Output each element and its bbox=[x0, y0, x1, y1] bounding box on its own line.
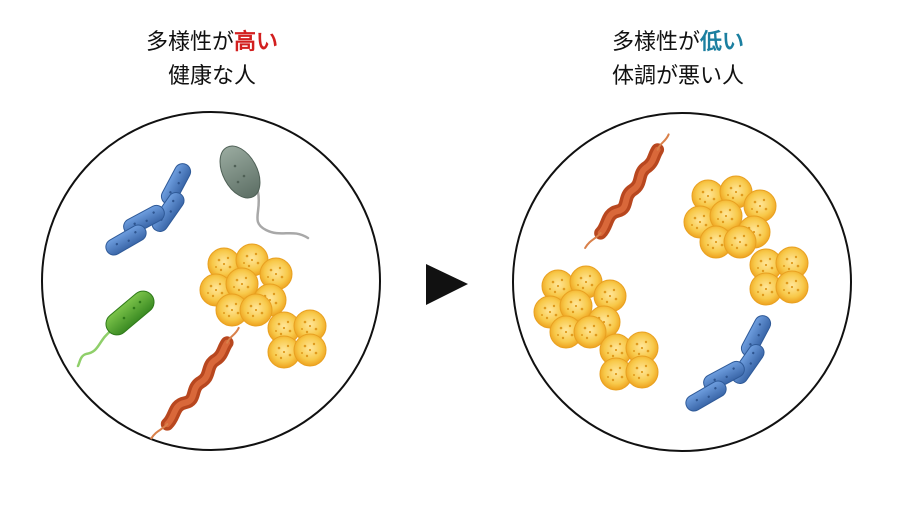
left-gray-bacterium bbox=[219, 145, 310, 240]
right-caption-prefix: 多様性が bbox=[611, 30, 700, 55]
right-caption: 多様性が低い 体調が悪い人 bbox=[528, 26, 828, 94]
left-caption-emphasis: 高い bbox=[234, 30, 279, 55]
left-caption-prefix: 多様性が bbox=[145, 30, 234, 55]
right-caption-line1: 多様性が低い bbox=[528, 26, 828, 60]
right-caption-emphasis: 低い bbox=[700, 30, 745, 55]
left-caption: 多様性が高い 健康な人 bbox=[62, 26, 362, 94]
play-triangle-icon bbox=[426, 264, 468, 305]
left-green-bacterium bbox=[76, 290, 155, 368]
right-caption-line2: 体調が悪い人 bbox=[611, 64, 744, 89]
left-caption-line1: 多様性が高い bbox=[62, 26, 362, 60]
left-caption-line2: 健康な人 bbox=[167, 64, 256, 89]
